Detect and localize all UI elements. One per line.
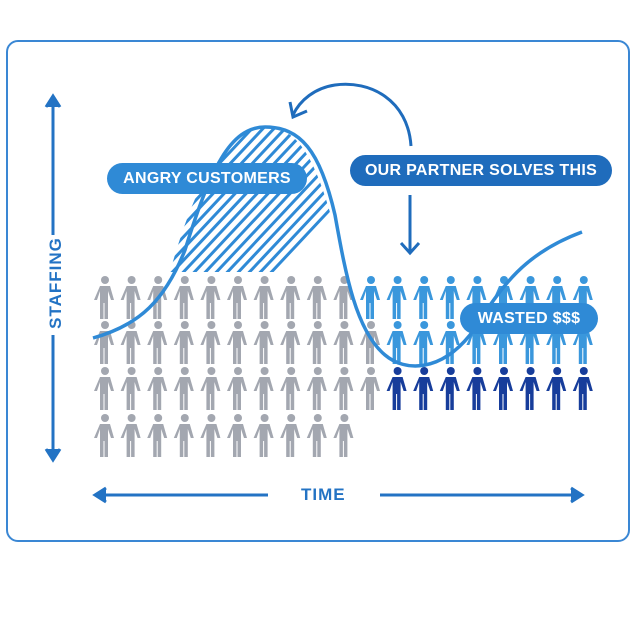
person-icon-blue [360, 276, 380, 319]
hatch-line [251, 127, 345, 272]
person-icon-gray [227, 321, 247, 364]
hatch-line [170, 127, 240, 272]
hatch-line [170, 127, 218, 272]
hatch-line [196, 127, 345, 272]
person-icon-blue [413, 276, 434, 319]
hatch-line [170, 127, 295, 272]
wasted-money-label: WASTED $$$ [460, 303, 598, 334]
person-icon-gray [120, 367, 141, 410]
partner-solves-label: OUR PARTNER SOLVES THIS [350, 155, 612, 186]
person-icon-dark [413, 367, 434, 410]
person-icon-gray [173, 276, 194, 319]
hatch-line [170, 127, 284, 272]
person-icon-gray [280, 276, 301, 319]
person-icon-dark [546, 367, 567, 410]
hatch-line [170, 127, 229, 272]
time-axis-arrow [92, 486, 585, 504]
hatch-line [218, 127, 345, 272]
person-icon-dark [466, 367, 487, 410]
staffing-axis-label: STAFFING [45, 237, 66, 329]
hatch-line [170, 127, 317, 272]
person-icon-gray [200, 367, 221, 410]
hatch-line [229, 127, 345, 272]
person-icon-dark [493, 367, 513, 410]
person-icon-blue [413, 321, 434, 364]
person-icon-gray [306, 321, 327, 364]
person-icon-dark [572, 367, 593, 410]
person-icon-gray [253, 276, 274, 319]
person-icon-gray [333, 367, 354, 410]
hatch-line [11, 120, 161, 280]
hatch-line [262, 127, 345, 272]
person-icon-gray [306, 367, 327, 410]
person-icon-gray [333, 414, 354, 457]
person-icon-dark [519, 367, 540, 410]
person-icon-gray [333, 321, 354, 364]
hatch-line [170, 127, 196, 272]
person-icon-gray [147, 321, 168, 364]
person-icon-dark [386, 367, 407, 410]
person-icon-gray [253, 367, 274, 410]
person-icon-gray [173, 414, 194, 457]
person-icon-gray [173, 367, 194, 410]
person-icon-gray [200, 276, 221, 319]
hatch-line [174, 127, 328, 272]
person-icon-gray [306, 276, 327, 319]
person-icon-gray [227, 276, 247, 319]
person-icon-gray [94, 321, 114, 364]
person-icon-gray [360, 367, 380, 410]
hatch-line [170, 127, 306, 272]
person-icon-gray [280, 321, 301, 364]
person-icon-gray [253, 321, 274, 364]
hatch-line [170, 127, 273, 272]
curved-arrow-icon [288, 82, 413, 147]
person-icon-gray [253, 414, 274, 457]
staffing-axis-arrow [44, 93, 62, 463]
person-icon-gray [120, 414, 141, 457]
person-icon-blue [439, 276, 460, 319]
hatch-line [240, 127, 345, 272]
time-axis-label: TIME [301, 485, 346, 505]
hatch-line [170, 127, 174, 272]
down-arrow-icon [399, 195, 421, 256]
person-icon-gray [227, 414, 247, 457]
person-icon-dark [439, 367, 460, 410]
hatch-line [0, 120, 150, 280]
person-icon-blue [386, 276, 407, 319]
person-icon-gray [147, 367, 168, 410]
person-icon-gray [200, 321, 221, 364]
person-icon-gray [120, 276, 141, 319]
person-icon-gray [280, 367, 301, 410]
person-icon-gray [306, 414, 327, 457]
person-icon-gray [94, 367, 114, 410]
person-icon-gray [94, 414, 114, 457]
hatch-line [170, 127, 251, 272]
diagram-frame [6, 40, 630, 542]
demand-curve [92, 125, 583, 368]
person-icon-gray [173, 321, 194, 364]
angry-customers-label: ANGRY CUSTOMERS [107, 163, 307, 194]
person-icon-gray [200, 414, 221, 457]
person-icon-gray [280, 414, 301, 457]
hatch-line [170, 127, 262, 272]
person-icon-gray [227, 367, 247, 410]
hatch-line [185, 127, 339, 272]
person-icon-gray [94, 276, 114, 319]
person-icon-gray [147, 414, 168, 457]
